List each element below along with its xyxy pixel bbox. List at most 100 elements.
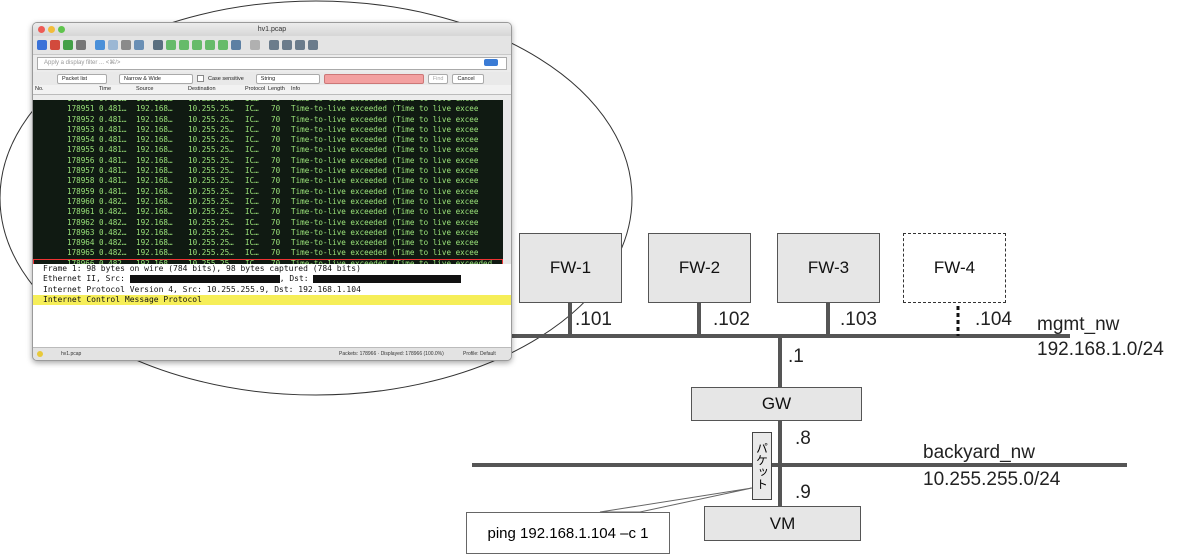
packet-list[interactable]: 1789500.481…192.168…10.255.25…IC…70Time-… [33,100,503,271]
start-capture-icon[interactable] [37,40,47,50]
case-sensitive-checkbox[interactable] [197,75,204,82]
col-no[interactable]: No. [35,86,44,92]
apply-filter-icon[interactable] [484,59,498,66]
zoom-out-icon[interactable] [282,40,292,50]
detail-ethernet-dst-text: , Dst: [279,274,309,284]
packet-row[interactable]: 1789500.481…192.168…10.255.25…IC…70Time-… [33,100,503,104]
packet-len: 70 [271,135,281,145]
case-sensitive-label: Case sensitive [208,75,244,82]
packet-proto: IC… [245,238,259,248]
packet-src: 192.168… [136,124,173,134]
packet-dst: 10.255.25… [188,196,234,206]
col-destination[interactable]: Destination [188,86,216,92]
save-file-icon[interactable] [108,40,118,50]
fw-1-label: FW-1 [549,258,592,277]
main-toolbar [33,36,511,55]
packet-src: 192.168… [136,186,173,196]
char-width-select[interactable]: Narrow & Wide [119,73,193,84]
autoscroll-icon[interactable] [231,40,241,50]
packet-minimap-scrollbar[interactable] [503,100,511,271]
colorize-icon[interactable] [250,40,260,50]
detail-frame[interactable]: Frame 1: 98 bytes on wire (784 bits), 98… [33,264,511,274]
cancel-button[interactable]: Cancel [452,73,485,84]
packet-no: 178950 [67,100,94,104]
vm-ip: .9 [795,482,811,503]
col-info[interactable]: Info [291,86,301,92]
packet-time: 0.482… [99,248,127,258]
go-forward-icon[interactable] [179,40,189,50]
detail-icmp[interactable]: Internet Control Message Protocol [33,294,511,306]
packet-time: 0.481… [99,145,127,155]
detail-ethernet[interactable]: Ethernet II, Src: , Dst: [33,274,511,284]
restart-capture-icon[interactable] [63,40,73,50]
capture-options-icon[interactable] [76,40,86,50]
zoom-window-icon[interactable] [58,26,65,33]
packet-len: 70 [271,186,281,196]
packet-info: Time-to-live exceeded (Time to live exce… [291,145,479,155]
open-file-icon[interactable] [95,40,105,50]
search-in-select[interactable]: Packet list [57,73,107,84]
close-window-icon[interactable] [38,26,45,33]
fw-1-ip: .101 [575,309,612,330]
col-length[interactable]: Length [268,86,285,92]
packet-len: 70 [271,145,281,155]
col-source[interactable]: Source [136,86,154,92]
packet-time: 0.481… [99,186,127,196]
reload-file-icon[interactable] [134,40,144,50]
packet-time: 0.482… [99,227,127,237]
go-to-packet-icon[interactable] [192,40,202,50]
packet-info: Time-to-live exceeded (Time to live exce… [291,155,479,165]
resize-columns-icon[interactable] [308,40,318,50]
find-text-input[interactable] [323,73,424,84]
detail-icmp-text: Internet Control Message Protocol [43,294,202,304]
filter-placeholder: Apply a display filter ... <⌘/> [44,60,121,66]
find-button[interactable]: Find [427,73,449,84]
status-profile[interactable]: Profile: Default [463,351,496,357]
go-back-icon[interactable] [166,40,176,50]
packet-proto: IC… [245,166,259,176]
ping-command: ping 192.168.1.104 –c 1 [487,524,649,542]
packet-proto: IC… [245,227,259,237]
detail-ip[interactable]: Internet Protocol Version 4, Src: 10.255… [33,285,511,295]
packet-src: 192.168… [136,196,173,206]
packet-row[interactable]: 1789660.482…192.168…10.255.25…IC…70Time-… [33,258,503,270]
packet-dst: 10.255.25… [188,238,234,248]
packet-info: Time-to-live exceeded (Time to live exce… [291,124,479,134]
packet-no: 178958 [67,176,95,186]
packet-info: Time-to-live exceeded (Time to live exce… [291,100,478,104]
packet-no: 178955 [67,145,95,155]
first-packet-icon[interactable] [205,40,215,50]
display-filter-input[interactable]: Apply a display filter ... <⌘/> [37,57,507,70]
stop-capture-icon[interactable] [50,40,60,50]
packet-proto: IC… [245,176,259,186]
normal-size-icon[interactable] [295,40,305,50]
col-time[interactable]: Time [99,86,112,92]
packet-proto: IC… [245,145,259,155]
packet-dst: 10.255.25… [188,259,234,269]
col-protocol[interactable]: Protocol [245,86,266,92]
last-packet-icon[interactable] [218,40,228,50]
search-type-select[interactable]: String [255,73,320,84]
close-file-icon[interactable] [121,40,131,50]
zoom-in-icon[interactable] [269,40,279,50]
backyard-nw-name: backyard_nw [923,442,1035,463]
packet-time: 0.481… [99,100,126,104]
find-packet-icon[interactable] [153,40,163,50]
packet-src: 192.168… [136,248,173,258]
minimize-window-icon[interactable] [48,26,55,33]
